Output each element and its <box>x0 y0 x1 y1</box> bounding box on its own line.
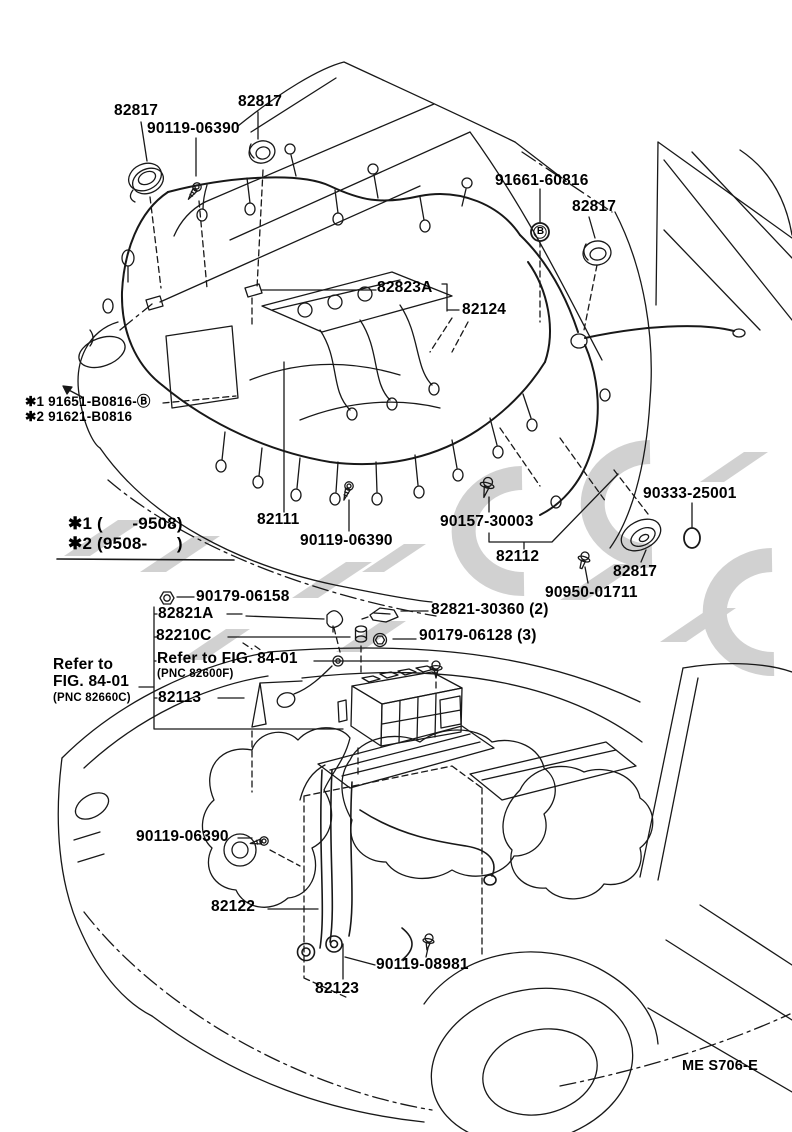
screw-icon-fusebox <box>429 660 443 679</box>
part-label-90119-08981: 90119-08981 <box>376 956 469 973</box>
engine-harness-82111 <box>120 176 735 516</box>
part-label-90950-01711: 90950-01711 <box>545 584 638 601</box>
grommet-icon-cowl-left <box>127 162 165 203</box>
refer-note-left-line3: (PNC 82660C) <box>53 692 131 704</box>
part-label-90119-06390-low: 90119-06390 <box>136 828 229 845</box>
plug-icon-90333-25001 <box>683 527 701 549</box>
part-label-82124: 82124 <box>462 301 507 318</box>
range-note-2: ✱2 (9508- ) <box>68 534 183 553</box>
part-label-90179-06158: 90179-06158 <box>196 588 290 605</box>
screw-icon-90119-08981 <box>422 933 435 951</box>
leader-lines-lower <box>138 596 429 980</box>
wire-82113 <box>251 655 344 728</box>
harness-connectors <box>196 143 746 509</box>
dashed-lines-upper <box>149 169 649 515</box>
clip-icon-82210C <box>354 625 368 643</box>
part-label-82111: 82111 <box>257 511 300 528</box>
part-label-91661-60816: 91661-60816 <box>495 172 589 189</box>
refer-note-right-line1: Refer to FIG. 84-01 <box>157 650 298 667</box>
dashdot-lines-lower <box>83 911 791 1111</box>
bolt-icon-90179-06128 <box>372 632 388 648</box>
part-label-90119-06390-top: 90119-06390 <box>147 120 240 137</box>
upper-engine <box>89 249 453 421</box>
grommet-icon-side <box>620 518 662 552</box>
part-label-82821-30360: 82821-30360 (2) <box>431 601 549 618</box>
lower-engine <box>201 725 654 908</box>
upper-body-outline <box>77 61 792 603</box>
grommet-icon-firewall <box>582 240 612 266</box>
refer-note-left-line1: Refer to <box>53 656 114 673</box>
lower-body-outline <box>57 647 792 1132</box>
note-variant-2: ✱2 91621-B0816 <box>25 409 133 424</box>
grommet-icon-cowl-mid <box>248 140 276 164</box>
circled-b-letter: B <box>536 226 545 237</box>
part-label-90333-25001: 90333-25001 <box>643 485 737 502</box>
screw-icon-90950-01711 <box>577 551 591 570</box>
screw-icon-90119-06390-mid <box>343 481 354 501</box>
part-label-90119-06390-mid: 90119-06390 <box>300 532 393 549</box>
range-note-1: ✱1 ( -9508) <box>68 514 183 533</box>
part-label-90179-06128: 90179-06128 (3) <box>419 627 537 644</box>
part-label-82817-cowl-mid: 82817 <box>238 93 283 110</box>
dashdot-lines-upper <box>107 151 613 617</box>
part-label-82817-firewall: 82817 <box>572 198 617 215</box>
part-label-82113: 82113 <box>158 689 202 706</box>
part-label-82817-cowl-left: 82817 <box>114 102 159 119</box>
part-label-82112: 82112 <box>496 548 540 565</box>
connector-icon-82821-30360 <box>361 607 399 623</box>
clip-icon-82821A <box>326 610 344 633</box>
part-label-82122: 82122 <box>211 898 256 915</box>
part-label-90157-30003: 90157-30003 <box>440 513 534 530</box>
refer-note-left-line2: FIG. 84-01 <box>53 673 130 690</box>
dashed-lines-lower <box>242 627 483 999</box>
part-label-82123: 82123 <box>315 980 360 997</box>
screw-icon-90119-06390-top <box>187 182 202 200</box>
part-label-82823A: 82823A <box>377 279 433 296</box>
screw-icon-90119-06390-low <box>249 836 269 846</box>
note-variant-1: ✱1 91651-B0816-Ⓑ <box>25 394 151 409</box>
battery-cables <box>296 769 497 962</box>
screw-icon-90157-30003 <box>479 476 495 499</box>
part-label-82817-side: 82817 <box>613 563 658 580</box>
part-label-82210C: 82210C <box>156 627 212 644</box>
refer-note-right-line2: (PNC 82600F) <box>157 668 234 680</box>
nut-icon-90179-06158 <box>159 591 175 605</box>
fuse-relay-block <box>337 665 463 747</box>
leader-lines-upper <box>56 111 693 584</box>
part-label-82821A: 82821A <box>158 605 214 622</box>
figure-code: ME S706-E <box>682 1058 758 1074</box>
